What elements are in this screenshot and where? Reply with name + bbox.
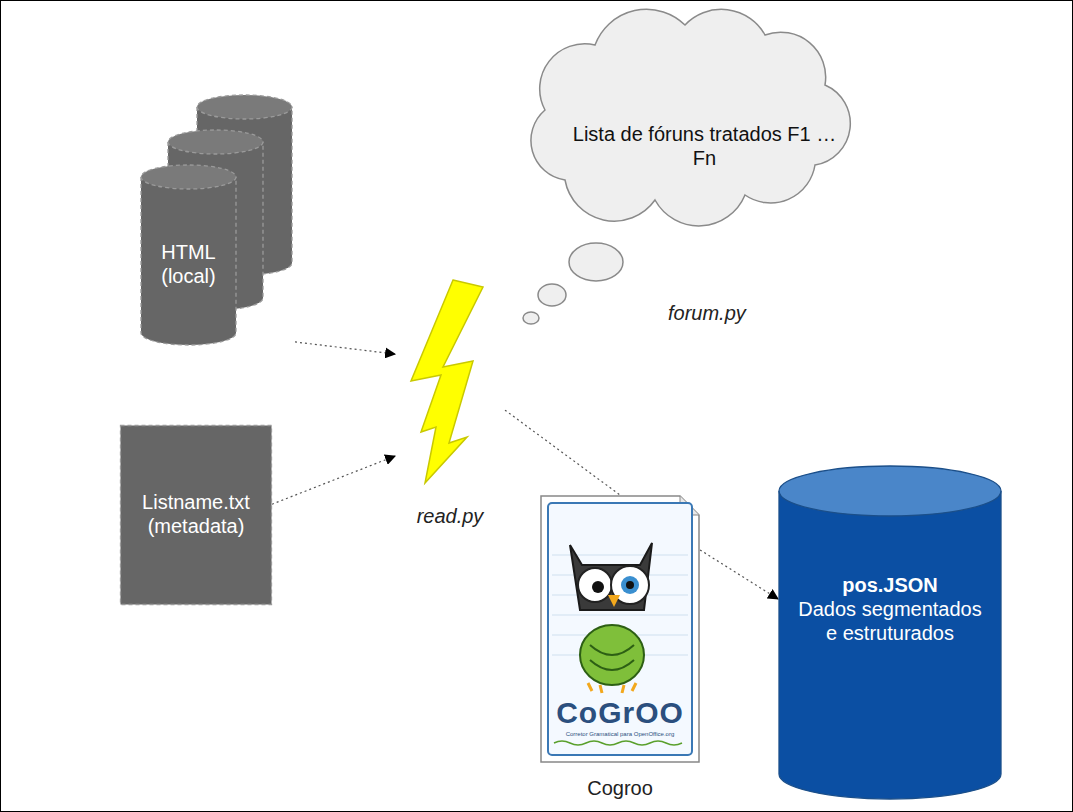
stacked-database-outline — [140, 95, 295, 347]
dotted-arrow — [505, 410, 620, 495]
dotted-arrow — [700, 550, 778, 599]
metadata-file: Listname.txt (metadata) — [120, 425, 272, 605]
thought-cloud: Lista de fóruns tratados F1 … Fn — [505, 10, 860, 215]
output-database: pos.JSONDados segmentados e estruturados — [778, 465, 1002, 800]
database-description: Dados segmentados e estruturados — [790, 597, 990, 645]
thought-cloud-outline — [505, 10, 860, 215]
cloud-text: Lista de fóruns tratados F1 … Fn — [567, 122, 842, 170]
cogroo-logo-outline — [540, 495, 700, 800]
file-label: Listname.txt (metadata) — [128, 490, 264, 538]
cogroo-logo: CoGrOOCorretor Gramatical para OpenOffic… — [540, 495, 700, 800]
logo-wordmark: CoGrOO — [550, 695, 690, 731]
logo-caption: Cogroo — [540, 776, 700, 800]
logo-tagline: Corretor Gramatical para OpenOffice.org — [552, 731, 688, 738]
lightning-process: read.py — [395, 275, 505, 530]
database-label: HTML (local) — [141, 240, 236, 288]
stacked-database: HTML (local) — [140, 95, 295, 347]
dotted-arrow — [272, 456, 395, 504]
thought-bubbles — [523, 243, 623, 324]
script-label: forum.py — [668, 302, 746, 325]
database-title: pos.JSON — [783, 573, 997, 597]
dotted-arrow — [295, 342, 395, 354]
script-name: read.py — [400, 504, 500, 528]
lightning-process-outline — [395, 275, 505, 530]
